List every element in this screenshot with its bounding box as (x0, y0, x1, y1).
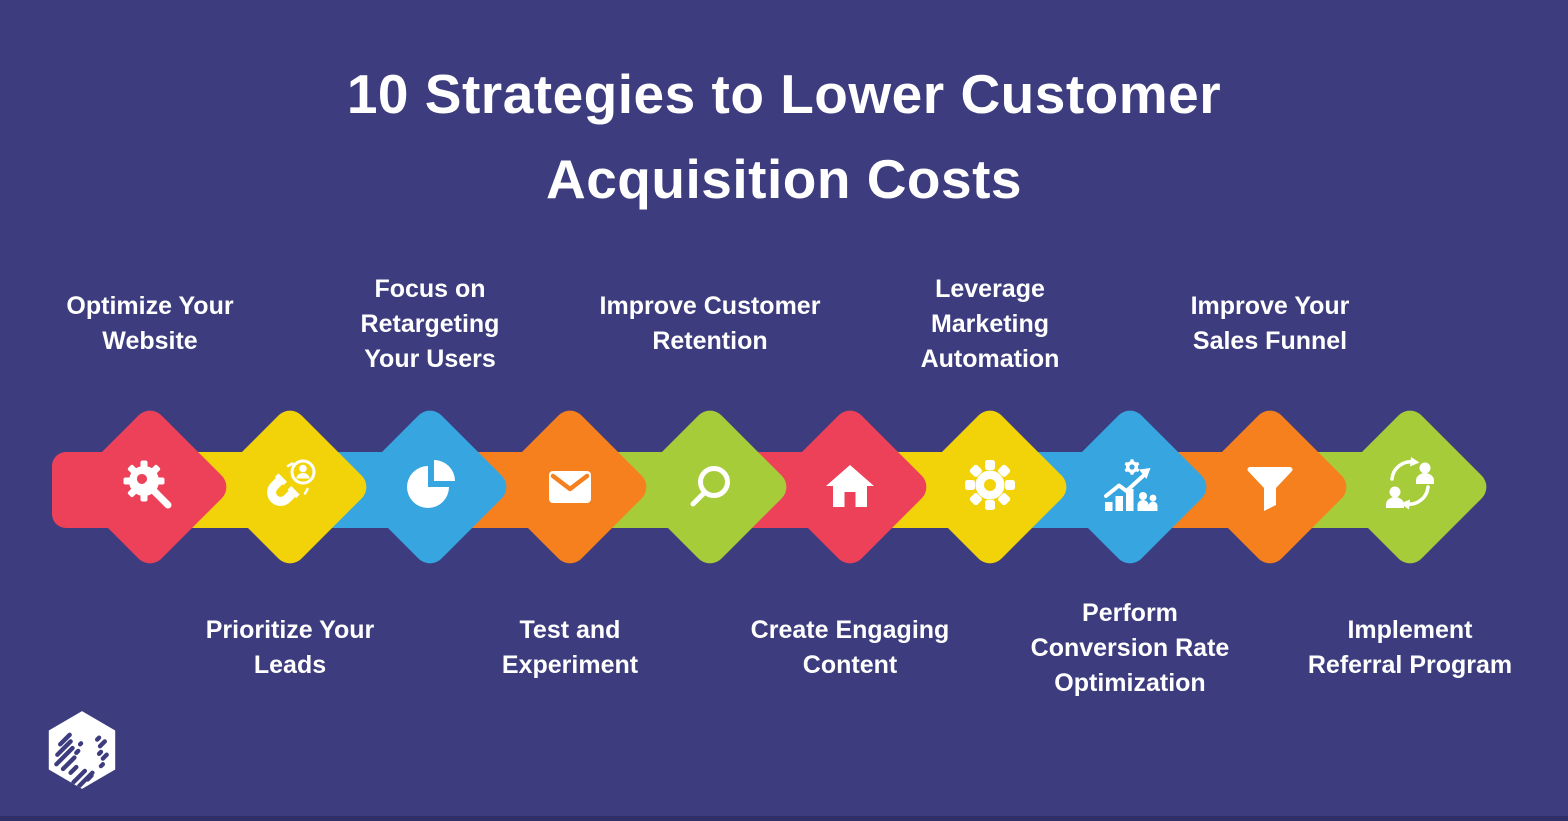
step-label-8: Perform Conversion Rate Optimization (1030, 598, 1230, 697)
gear-icon (965, 460, 1015, 510)
growth-chart-icon (1104, 459, 1158, 511)
arrow-head (1333, 410, 1487, 564)
step-label-9: Improve Your Sales Funnel (1190, 292, 1350, 355)
step-label-5: Improve Customer Retention (599, 292, 821, 355)
arrow-head (633, 410, 787, 564)
hexagon-shape (48, 711, 116, 789)
step-label-6: Create Engaging Content (750, 616, 950, 679)
referral-users-icon (1386, 457, 1434, 510)
logo-dash-pattern (54, 732, 109, 789)
step-label-3: Focus on Retargeting Your Users (360, 274, 500, 373)
step-label-4: Test and Experiment (501, 616, 639, 679)
bottom-edge-shade (0, 816, 1568, 821)
envelope-icon (549, 471, 591, 503)
home-icon (826, 465, 874, 507)
arrow-head (353, 410, 507, 564)
arrow-head (213, 410, 367, 564)
funnel-icon (1247, 467, 1293, 511)
magnet-user-icon (267, 459, 316, 506)
step-label-7: Leverage Marketing Automation (920, 274, 1060, 373)
settings-wrench-icon (123, 460, 172, 509)
arrow-chain (52, 410, 1487, 564)
search-icon (690, 466, 730, 507)
step-label-2: Prioritize Your Leads (205, 616, 375, 679)
infographic-title: 10 Strategies to Lower Customer Acquisit… (346, 63, 1222, 210)
hexagon-logo (48, 711, 116, 789)
pie-chart-icon (407, 460, 455, 508)
step-label-10: Implement Referral Program (1307, 616, 1513, 679)
step-label-1: Optimize Your Website (66, 292, 234, 355)
